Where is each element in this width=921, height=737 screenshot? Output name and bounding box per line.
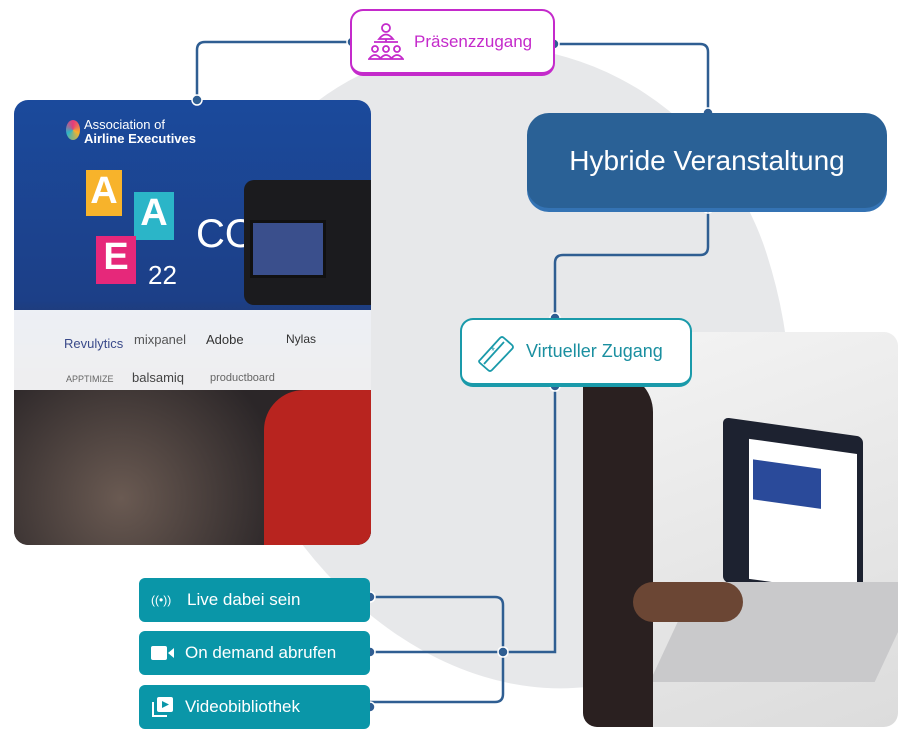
ticket-icon: * xyxy=(478,335,514,372)
video-library-icon xyxy=(152,697,173,717)
conference-stage-photo: Association of Airline Executives A A E … xyxy=(14,100,371,545)
hand xyxy=(633,582,743,622)
option-label: Videobibliothek xyxy=(185,697,300,716)
connector-dot xyxy=(497,646,509,658)
on-demand-abrufen-button[interactable]: On demand abrufen xyxy=(139,631,370,675)
sponsor: balsamiq xyxy=(132,370,185,385)
option-label: Live dabei sein xyxy=(187,590,301,609)
photo-logo: Association of Airline Executives xyxy=(66,117,196,146)
letter-a1: A xyxy=(86,170,122,216)
connector-praesenz-hybrid xyxy=(554,42,710,113)
praesenz-label: Präsenzzugang xyxy=(414,31,533,51)
connector-hybrid-virtuell xyxy=(553,208,710,318)
connector-dot xyxy=(191,94,203,106)
option-label: On demand abrufen xyxy=(185,643,337,662)
sponsor: Adobe xyxy=(206,332,244,347)
hybride-veranstaltung-node: Hybride Veranstaltung xyxy=(527,113,887,208)
person xyxy=(583,372,653,727)
sponsor: APPTIMIZE xyxy=(66,374,114,384)
red-jacket xyxy=(264,390,371,545)
virtueller-zugang-node: * Virtueller Zugang xyxy=(460,318,692,387)
connector-praesenz-photo xyxy=(195,40,352,100)
hybrid-label: Hybride Veranstaltung xyxy=(569,144,845,176)
virtuell-label: Virtueller Zugang xyxy=(526,341,663,361)
letter-a2: A xyxy=(134,192,174,240)
connector-options-bracket xyxy=(370,595,505,704)
year-text: 22 xyxy=(148,260,177,290)
praesenzzugang-node: Präsenzzugang xyxy=(350,9,555,76)
videobibliothek-button[interactable]: Videobibliothek xyxy=(139,685,370,729)
logo-line1: Association of xyxy=(84,117,165,132)
sponsor: productboard xyxy=(210,372,275,384)
live-dabei-sein-button[interactable]: ((•)) Live dabei sein xyxy=(139,578,370,622)
logo-line2: Airline Executives xyxy=(84,131,196,146)
laptop-photo xyxy=(583,332,898,727)
connector-virtuell-options xyxy=(503,386,557,654)
sponsor: mixpanel xyxy=(134,332,187,347)
people-hierarchy-icon xyxy=(368,22,404,60)
svg-text:*: * xyxy=(491,346,495,357)
sponsor: Revulytics xyxy=(64,336,124,351)
broadcast-icon: ((•)) xyxy=(151,593,172,607)
sponsor: Nylas xyxy=(286,332,317,346)
video-camera-icon xyxy=(151,646,174,660)
letter-e: E xyxy=(96,236,136,284)
camera xyxy=(244,180,371,305)
